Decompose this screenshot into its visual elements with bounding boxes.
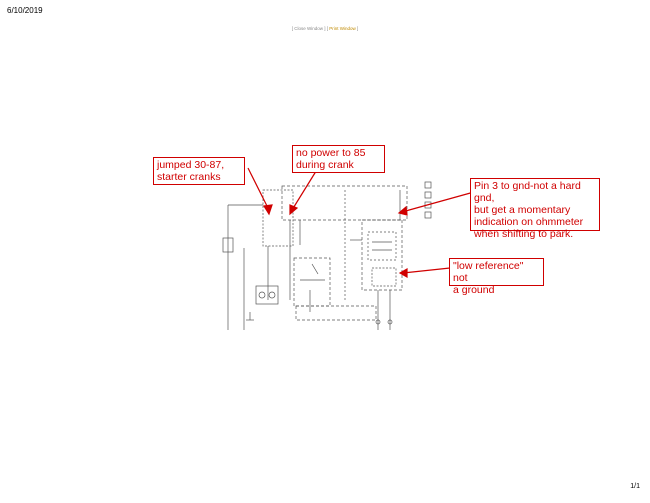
arrow-low-reference [402, 267, 451, 274]
arrow-jumper [247, 167, 270, 211]
legend-icon-4 [424, 211, 432, 219]
starter-relay-box [262, 189, 294, 247]
print-window-link[interactable]: Print Window [329, 26, 356, 31]
starter-terminal-2 [268, 291, 276, 299]
fuse-block-left [222, 237, 234, 253]
arrow-pin3-head [397, 205, 408, 216]
park-neutral-switch [293, 257, 331, 307]
schematic-lines [222, 181, 432, 330]
annotation-arrows [247, 167, 475, 279]
ground-point-2 [387, 319, 393, 325]
page-number: 1/1 [630, 483, 640, 490]
bracket-close: ] [355, 26, 359, 31]
annotation-no-power: no power to 85 during crank [292, 145, 385, 173]
annotation-jumper: jumped 30-87, starter cranks [153, 157, 245, 185]
ecm-module [361, 219, 403, 291]
low-reference-block [371, 267, 397, 287]
window-links: [ Close Window ] [ Print Window ] [0, 26, 650, 31]
arrow-low-reference-head [398, 267, 408, 279]
arrow-pin3 [401, 191, 475, 213]
arrow-no-power [291, 167, 319, 211]
starter-terminal-1 [258, 291, 266, 299]
bracket-separator: ] [ [322, 26, 330, 31]
switch-contact [311, 263, 319, 275]
legend-icon-2 [424, 191, 432, 199]
annotation-pin3: Pin 3 to gnd-not a hard gnd, but get a m… [470, 178, 600, 240]
arrow-jumper-head [262, 204, 273, 216]
arrow-no-power-head [289, 204, 299, 216]
print-date: 6/10/2019 [7, 6, 43, 15]
annotation-low-reference: "low reference" not a ground [449, 258, 544, 296]
bottom-connector [295, 305, 377, 321]
ground-point-1 [375, 319, 381, 325]
starter-motor [255, 285, 279, 305]
ecm-inner [367, 231, 397, 261]
legend-icon-1 [424, 181, 432, 189]
bracket-open: [ [291, 26, 295, 31]
top-fuse-box [281, 185, 408, 221]
close-window-link[interactable]: Close Window [294, 26, 323, 31]
